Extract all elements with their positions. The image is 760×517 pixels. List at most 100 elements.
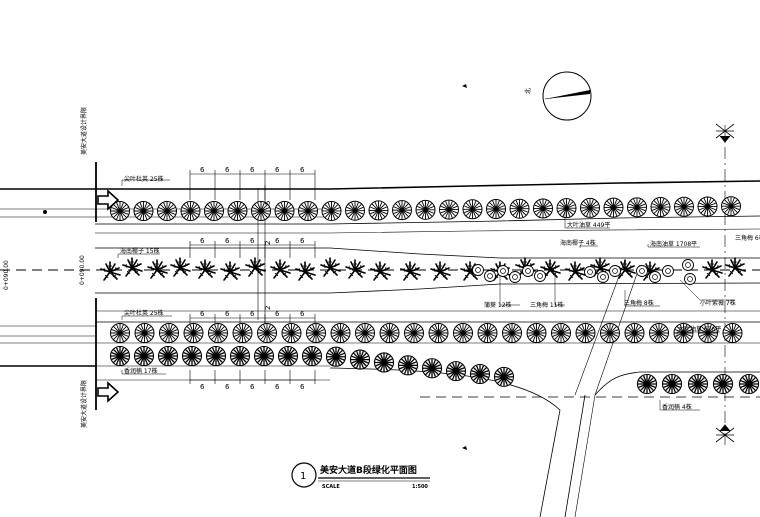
tree-symbol-icon	[181, 345, 203, 367]
tree-symbol-icon	[551, 323, 571, 343]
tree-symbol-icon	[301, 345, 323, 367]
survey-mark-icon	[462, 84, 467, 88]
palm-symbol-icon	[122, 257, 143, 277]
tree-symbol-icon	[345, 200, 365, 221]
tree-symbol-icon	[180, 201, 201, 221]
tree-symbol-icon	[721, 196, 741, 217]
tree-symbol-icon	[205, 345, 227, 367]
dim-b5: 6	[300, 383, 305, 391]
tree-symbol-icon	[486, 199, 506, 220]
palm-symbol-icon	[400, 261, 421, 281]
label-north-row-tree: 尖叶杜英 25株	[124, 175, 164, 183]
vdim-1: 5	[264, 201, 272, 205]
palm-symbol-icon	[565, 261, 586, 281]
dim-s4: 6	[275, 310, 280, 318]
dim-s2: 6	[225, 310, 230, 318]
shrub-symbol-icon	[684, 273, 696, 285]
tree-symbol-icon	[445, 360, 467, 382]
label-south-row-2: 香润楠 17株	[124, 367, 158, 375]
tree-symbol-icon	[415, 199, 436, 220]
label-median-palm: 海南椰子 15株	[120, 247, 160, 255]
tree-symbol-icon	[661, 373, 683, 395]
tree-symbol-icon	[368, 200, 389, 221]
palm-symbol-icon	[295, 261, 316, 281]
palm-symbol-icon	[245, 257, 266, 277]
dim-b2: 6	[225, 383, 230, 391]
tree-symbol-icon	[421, 358, 443, 379]
tree-symbol-icon	[533, 198, 553, 219]
tree-symbol-icon	[232, 323, 253, 343]
boundary-label-north: 美安大道设计界限	[80, 107, 88, 155]
palm-symbol-icon	[320, 257, 341, 277]
scale-value: 1:500	[412, 484, 428, 490]
dim-4: 6	[275, 166, 280, 174]
survey-mark-icon-2	[462, 446, 467, 450]
shrub-cluster-median	[472, 259, 696, 285]
shrub-symbol-icon	[522, 265, 534, 277]
label-north-row-end: 大叶油草 449平	[567, 221, 610, 229]
shrub-symbol-icon	[636, 265, 648, 277]
label-leaders	[117, 179, 735, 411]
dim-3: 6	[250, 166, 255, 174]
tree-row-south-2	[109, 345, 760, 395]
shrub-symbol-icon	[484, 270, 496, 282]
shrub-symbol-icon	[682, 259, 694, 271]
drawing-number: 1	[300, 471, 306, 482]
tree-symbol-icon	[277, 345, 299, 367]
tree-symbol-icon	[229, 345, 251, 367]
tree-symbol-icon	[298, 201, 318, 221]
tree-symbol-icon	[330, 323, 351, 343]
tree-symbol-icon	[392, 200, 412, 221]
dim-2: 6	[225, 166, 230, 174]
label-median-grass: 海南油草 1708平	[650, 240, 697, 248]
north-label: 北	[524, 88, 532, 94]
palm-symbol-icon	[270, 259, 291, 279]
tree-symbol-icon	[159, 323, 179, 343]
tree-symbol-icon	[157, 345, 179, 367]
dim-b4: 6	[275, 383, 280, 391]
section-cut-symbol-bottom-icon	[715, 424, 735, 443]
palm-symbol-icon	[370, 261, 391, 281]
shrub-symbol-icon	[597, 271, 609, 283]
dim-m2: 6	[225, 237, 230, 245]
tree-symbol-icon	[575, 323, 596, 343]
tree-symbol-icon	[738, 373, 760, 395]
palm-row-median	[100, 257, 746, 281]
tree-symbol-icon	[257, 323, 277, 343]
label-south-row-end: 大叶油草 626平	[678, 325, 721, 333]
drawing-title-block	[291, 462, 430, 488]
tree-symbol-icon	[697, 196, 718, 217]
dim-s1: 6	[200, 310, 205, 318]
tree-symbol-icon	[397, 355, 419, 376]
tree-symbol-icon	[253, 345, 275, 367]
boundary-label-south: 美安大道设计界限	[80, 380, 88, 428]
tree-symbol-icon	[439, 199, 459, 220]
label-median-sanjiao-2: 三角梅 8株	[624, 299, 654, 307]
tree-symbol-icon	[687, 373, 709, 395]
axis-station-left-2: 0+090.00	[79, 255, 86, 285]
palm-symbol-icon	[725, 257, 746, 277]
tree-symbol-icon	[493, 366, 515, 388]
shrub-symbol-icon	[534, 270, 546, 282]
tree-symbol-icon	[712, 373, 734, 395]
tree-symbol-icon	[502, 323, 522, 343]
dim-1: 6	[200, 166, 205, 174]
tree-symbol-icon	[603, 197, 624, 218]
scale-label: SCALE	[322, 484, 340, 490]
tree-symbol-icon	[556, 198, 577, 219]
tree-symbol-icon	[274, 201, 295, 221]
tree-symbol-icon	[526, 323, 547, 343]
boundary-arrow-south-icon	[97, 382, 119, 402]
palm-symbol-icon	[345, 259, 366, 279]
tree-symbol-icon	[462, 199, 483, 220]
tree-symbol-icon	[650, 197, 671, 218]
shrub-symbol-icon	[584, 266, 596, 278]
palm-symbol-icon	[702, 259, 723, 279]
tree-symbol-icon	[580, 197, 600, 218]
tree-symbol-icon	[674, 196, 694, 217]
shrub-symbol-icon	[609, 265, 621, 277]
tree-symbol-icon	[204, 201, 224, 221]
vdim-2: 2	[264, 241, 272, 245]
tree-symbol-icon	[428, 323, 449, 343]
